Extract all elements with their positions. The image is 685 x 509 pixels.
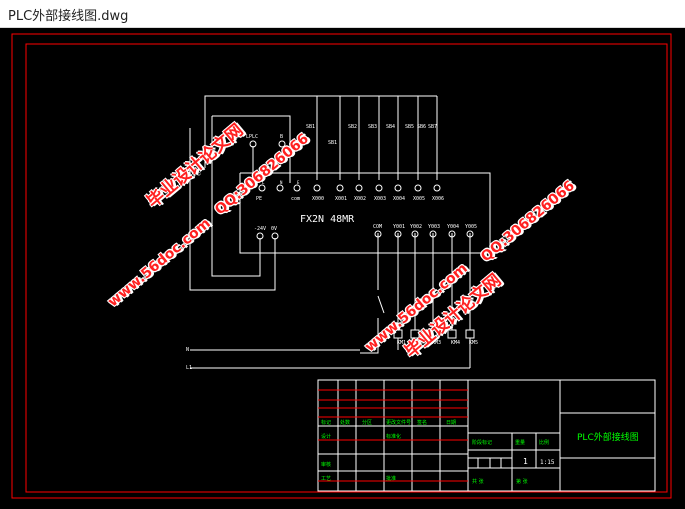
terminal-com: com: [291, 196, 300, 202]
header-date: 日期: [446, 420, 456, 426]
output-y002: Y002: [410, 224, 422, 230]
label-review: 审核: [321, 461, 331, 468]
input-x001: X001: [335, 196, 347, 202]
top-label-sb6: SB6: [417, 124, 426, 130]
output-y005: Y005: [465, 224, 477, 230]
label-sheets-total: 共 张: [472, 478, 484, 485]
header-count: 处数: [340, 419, 350, 426]
top-label-sb5: SB5: [405, 124, 414, 130]
terminal-e: E: [297, 180, 300, 185]
label-weight: 重量: [515, 439, 525, 446]
value-count: 1: [523, 457, 528, 466]
top-label-sb7: SB7: [428, 124, 437, 130]
line-l1: L1: [186, 365, 192, 371]
label-stage-mark: 阶段标记: [472, 439, 492, 446]
relay-km4: KM4: [451, 340, 460, 346]
sheet-border-inner: [25, 43, 668, 493]
header-mark: 标记: [321, 419, 331, 426]
plc-model-label: FX2N 48MR: [300, 214, 355, 225]
schematic-wiring: [189, 95, 491, 369]
line-n: N: [186, 347, 189, 353]
terminal-circles: [249, 140, 474, 240]
label-sheet-no: 第 张: [516, 478, 528, 485]
drawing-canvas: SB1 SB2 SB3 SB4 SB5 SB6 SB7 SB1 LPLC B P…: [11, 33, 672, 499]
header-zone: 分区: [362, 419, 372, 426]
top-label-sb2: SB2: [348, 124, 357, 130]
output-y001: Y001: [393, 224, 405, 230]
power-com: COM: [196, 166, 203, 176]
relay-km2: KM2: [414, 340, 423, 346]
power-24v: 24V: [188, 166, 195, 176]
sheet-border-outer: [11, 33, 672, 499]
terminal-lplc: LPLC: [246, 134, 258, 140]
terminal-n: N: [280, 180, 283, 185]
input-x002: X002: [354, 196, 366, 202]
input-x004: X004: [393, 196, 405, 202]
terminal-0v: 0V: [271, 226, 277, 232]
relay-km3: KM3: [432, 340, 441, 346]
terminal-minus24v: -24V: [254, 226, 266, 232]
label-scale: 比例: [539, 439, 549, 446]
input-x006: X006: [432, 196, 444, 202]
cad-viewport[interactable]: SB1 SB2 SB3 SB4 SB5 SB6 SB7 SB1 LPLC B P…: [0, 28, 685, 509]
title-block-red-lines: [318, 389, 468, 482]
drawing-name: PLC外部接线图: [577, 431, 639, 443]
top-label-sb3: SB3: [368, 124, 377, 130]
output-y004: Y004: [447, 224, 459, 230]
header-change-doc: 更改文件号: [386, 419, 411, 426]
top-label-sb4: SB4: [386, 124, 395, 130]
pe-label: PE: [256, 196, 262, 202]
value-scale: 1:15: [540, 459, 555, 466]
label-process: 工艺: [321, 476, 331, 482]
input-x003: X003: [374, 196, 386, 202]
window-titlebar: PLC外部接线图.dwg: [0, 0, 685, 28]
output-y003: Y003: [428, 224, 440, 230]
sb1-side-label: SB1: [328, 140, 337, 146]
terminal-l: L: [262, 180, 265, 185]
input-x005: X005: [413, 196, 425, 202]
top-label-sb1: SB1: [306, 124, 315, 130]
input-x000: X000: [312, 196, 324, 202]
terminal-b: B: [280, 134, 283, 140]
output-com: COM: [373, 224, 382, 230]
relay-coils: [393, 329, 475, 339]
relay-km1: KM1: [397, 340, 406, 346]
relay-km5: KM5: [469, 340, 478, 346]
label-approve: 批准: [386, 475, 396, 482]
header-signature: 签名: [417, 419, 427, 426]
window-title: PLC外部接线图.dwg: [8, 9, 129, 24]
label-design: 设计: [321, 433, 331, 440]
label-standard: 标准化: [386, 433, 401, 440]
title-block: [317, 379, 656, 492]
